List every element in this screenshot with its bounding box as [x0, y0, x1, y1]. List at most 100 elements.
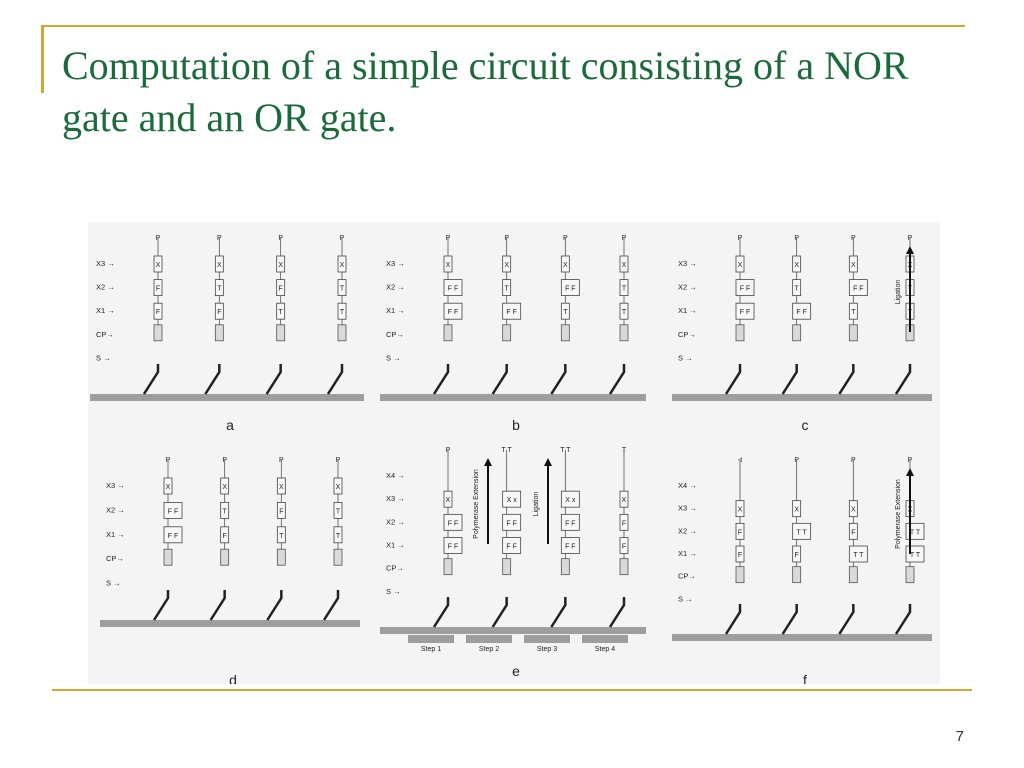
strand-top-label: P	[336, 457, 341, 464]
cell-box	[443, 490, 453, 508]
substrate-bar	[672, 394, 932, 401]
cell-box	[848, 255, 858, 273]
row-label: X3 →	[106, 481, 125, 490]
cell-label: F	[622, 520, 626, 527]
cell-box	[735, 522, 745, 540]
cell-box	[792, 500, 802, 518]
substrate-bar	[380, 627, 646, 634]
strand-top-label: P	[622, 235, 627, 242]
strand: P X F F F F	[152, 457, 183, 621]
cell-label: X	[738, 507, 743, 514]
capture-probe	[443, 324, 453, 342]
cell-label: T	[223, 508, 228, 515]
strand-top-label: P	[794, 457, 799, 464]
tether-line	[152, 590, 170, 621]
cell-box	[735, 255, 745, 273]
row-label: S →	[386, 587, 401, 596]
row-label: S →	[96, 353, 111, 362]
tether-line	[550, 364, 567, 395]
cell-label: X	[504, 262, 509, 269]
cell-label: F F	[168, 508, 179, 515]
capture-probe	[333, 548, 343, 566]
panel-e: X4 →X3 →X2 →X1 →CP→S →PXF FF FT TX xF FF…	[380, 447, 646, 679]
strand-top-label: P	[340, 235, 345, 242]
cell-label: F F	[796, 309, 807, 316]
cell-box	[560, 279, 580, 296]
cell-label: F	[156, 286, 160, 293]
cell-box	[163, 526, 183, 544]
cell-box	[153, 302, 163, 320]
strand: P X F F F F	[432, 235, 463, 395]
strand-top-label: -t	[738, 457, 742, 464]
cell-label: F F	[448, 309, 459, 316]
cell-label: X	[446, 262, 451, 269]
cell-label: T	[340, 286, 345, 293]
cell-box	[502, 537, 522, 554]
capture-probe	[792, 566, 802, 584]
tether-line	[491, 364, 508, 395]
cell-box	[619, 302, 629, 320]
cell-label: X	[166, 484, 171, 491]
substrate-bar	[90, 394, 364, 401]
cell-box	[443, 513, 463, 531]
tether-line	[204, 364, 221, 395]
cell-label: X	[563, 262, 568, 269]
row-label: S →	[106, 579, 121, 588]
strand-top-label: P	[278, 235, 283, 242]
cell-box	[337, 255, 347, 273]
page-number: 7	[955, 728, 964, 745]
cell-label: X	[851, 507, 856, 514]
cell-label: T	[279, 533, 284, 540]
capture-probe	[220, 548, 230, 566]
capture-probe	[560, 324, 570, 342]
arrowhead	[906, 468, 914, 476]
cell-label: X	[217, 262, 222, 269]
panel-label: e	[512, 663, 520, 679]
strand-top-label: P	[563, 235, 568, 242]
panel-label: a	[226, 417, 234, 433]
cell-label: T	[851, 309, 856, 316]
bottom-rule	[52, 689, 972, 691]
strand-top-label: P	[446, 235, 451, 242]
cell-box	[333, 526, 343, 544]
cell-label: F F	[448, 286, 459, 293]
cell-label: X	[156, 262, 161, 269]
cell-box	[619, 513, 629, 531]
cell-label: X	[278, 262, 283, 269]
cell-box	[792, 522, 812, 540]
cell-label: T	[336, 533, 341, 540]
strand-top-label: P	[156, 235, 161, 242]
cell-box	[502, 490, 522, 508]
cell-label: F F	[168, 533, 179, 540]
strand-top-label: P	[166, 457, 171, 464]
row-label: X1 →	[678, 306, 697, 315]
annotation-label: Ligation	[895, 280, 902, 305]
strand-top-label: T T	[502, 447, 513, 454]
capture-probe	[560, 558, 570, 576]
cell-box	[792, 545, 802, 563]
cell-label: T	[622, 309, 627, 316]
cell-box	[220, 477, 230, 495]
strand-top-label: P	[908, 235, 913, 242]
cell-label: F F	[448, 520, 459, 527]
cell-box	[276, 477, 286, 495]
tether-line	[266, 590, 283, 621]
row-label: X2 →	[678, 526, 697, 535]
capture-probe	[502, 558, 512, 576]
cell-box	[443, 279, 463, 296]
cell-box	[337, 279, 347, 296]
row-label: X1 →	[678, 549, 697, 558]
cell-box	[619, 490, 629, 508]
tether-line	[781, 364, 798, 395]
cell-label: X	[851, 262, 856, 269]
cell-box	[502, 279, 512, 296]
step-bar	[524, 635, 570, 643]
row-label: S →	[678, 594, 693, 603]
